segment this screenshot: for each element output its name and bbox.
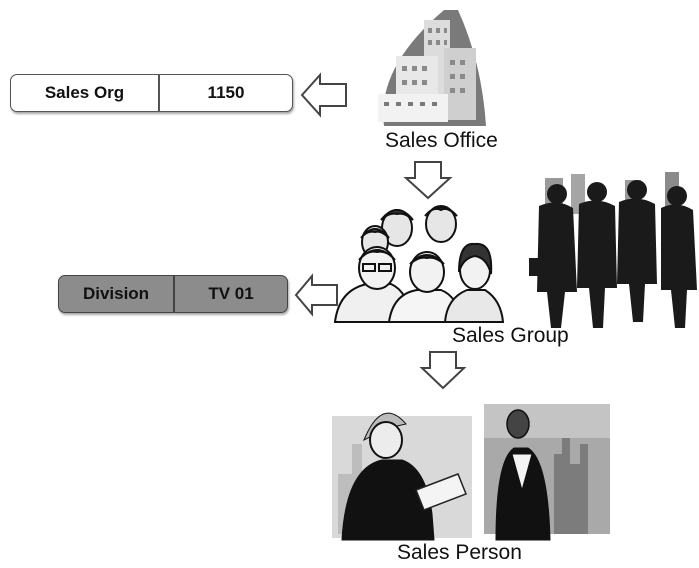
people-group-icon: [333, 205, 505, 323]
sales-org-label: Sales Org: [44, 83, 125, 102]
hollow-down-arrow-icon: [419, 351, 467, 390]
division-value: TV 01: [208, 284, 254, 303]
hollow-left-arrow-icon: [300, 72, 347, 118]
sales-group-label: Sales Group: [452, 324, 569, 347]
division-value-box: TV 01: [174, 275, 288, 313]
hollow-left-arrow-icon: [294, 273, 338, 317]
sales-office-label: Sales Office: [385, 129, 498, 152]
hollow-down-arrow-icon: [403, 161, 453, 200]
business-people-icon: [529, 172, 697, 328]
sales-org-value: 1150: [207, 83, 245, 102]
sales-org-value-box: 1150: [159, 74, 293, 112]
office-building-icon: [378, 10, 486, 126]
sales-person-icon: [332, 404, 610, 541]
sales-org-label-box: Sales Org: [10, 74, 159, 112]
division-label-box: Division: [58, 275, 174, 313]
sales-person-label: Sales Person: [397, 541, 522, 564]
division-label: Division: [82, 284, 150, 303]
